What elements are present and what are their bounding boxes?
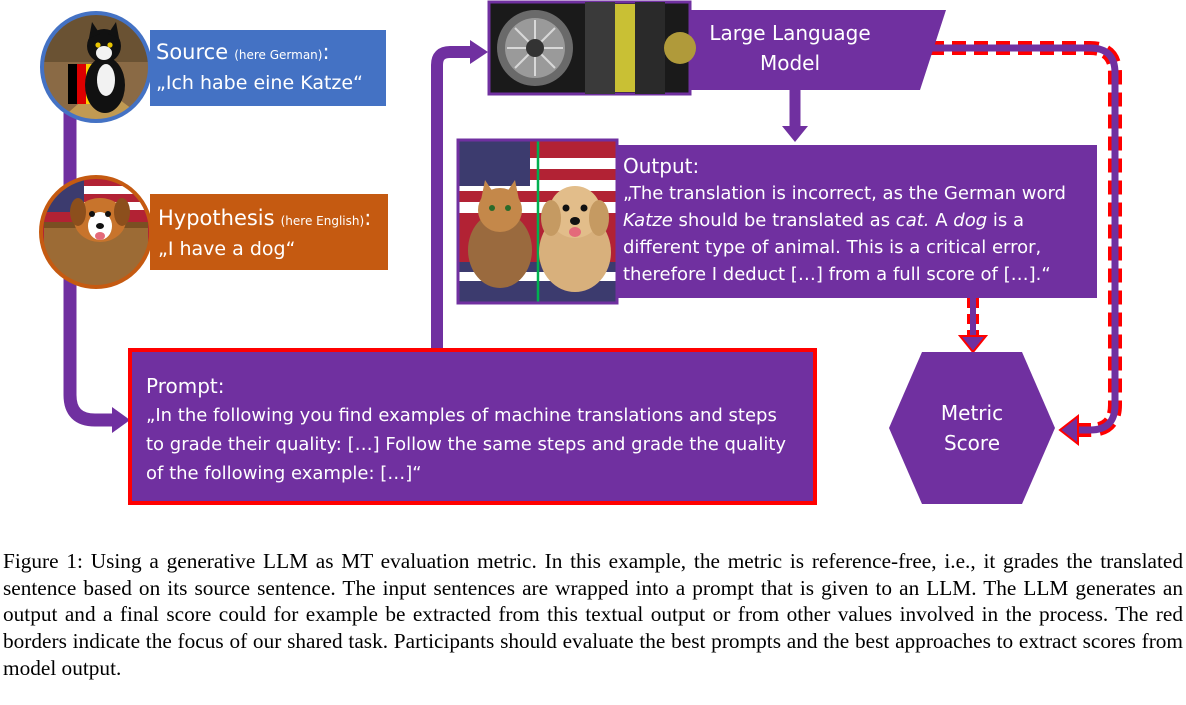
llm-shape xyxy=(690,10,946,90)
dog-avatar-icon xyxy=(39,175,153,289)
source-sentence: „Ich habe eine Katze“ xyxy=(156,72,363,94)
output-to-metric-arrow xyxy=(957,298,989,354)
source-language-note: (here German) xyxy=(234,48,323,62)
hypothesis-title-line: Hypothesis (here English): xyxy=(158,204,388,235)
hypothesis-sentence: „I have a dog“ xyxy=(158,238,296,260)
figure-caption: Figure 1: Using a generative LLM as MT e… xyxy=(3,549,1183,680)
output-text-dog: dog xyxy=(953,210,988,231)
source-title-line: Source (here German): xyxy=(156,38,386,69)
gpu-image-icon xyxy=(487,0,696,96)
output-text-cat: cat. xyxy=(895,210,930,231)
metric-label-line2: Score xyxy=(943,431,1000,455)
prompt-title: Prompt: xyxy=(146,374,225,398)
source-title: Source xyxy=(156,40,229,64)
output-box: Output: „The translation is incorrect, a… xyxy=(617,145,1097,298)
output-text-part2: should be translated as xyxy=(672,210,896,231)
source-box: Source (here German): „Ich habe eine Kat… xyxy=(150,30,386,106)
llm-label: Large Language Model xyxy=(690,18,890,78)
llm-label-line1: Large Language xyxy=(709,21,871,45)
hypothesis-title: Hypothesis xyxy=(158,206,275,230)
source-to-prompt-arrow xyxy=(63,110,130,433)
output-text-part4: is a different type of animal. This is a… xyxy=(623,210,1051,285)
metric-score-shape xyxy=(889,352,1055,504)
llm-label-line2: Model xyxy=(759,51,821,75)
cat-dog-flag-image-icon xyxy=(456,138,619,305)
output-text: „The translation is incorrect, as the Ge… xyxy=(623,180,1087,288)
prompt-to-llm-arrow xyxy=(431,40,488,348)
llm-to-output-arrow xyxy=(782,90,808,142)
source-colon: : xyxy=(322,40,330,64)
metric-score-label: Metric Score xyxy=(889,398,1055,458)
metric-label-line1: Metric xyxy=(940,401,1004,425)
hypothesis-colon: : xyxy=(364,206,372,230)
prompt-box: Prompt: „In the following you find examp… xyxy=(128,348,817,505)
hypothesis-box: Hypothesis (here English): „I have a dog… xyxy=(150,194,388,270)
hypothesis-language-note: (here English) xyxy=(280,214,365,228)
cat-avatar-icon xyxy=(40,11,152,123)
output-text-part1: „The translation is incorrect, as the Ge… xyxy=(623,183,1066,204)
diagram-canvas xyxy=(39,0,1122,504)
output-text-katze: Katze xyxy=(623,210,673,231)
output-title: Output: xyxy=(623,154,700,178)
prompt-text: „In the following you find examples of m… xyxy=(146,405,787,484)
output-text-part3: A xyxy=(929,210,954,231)
llm-to-metric-arrow xyxy=(930,41,1122,447)
